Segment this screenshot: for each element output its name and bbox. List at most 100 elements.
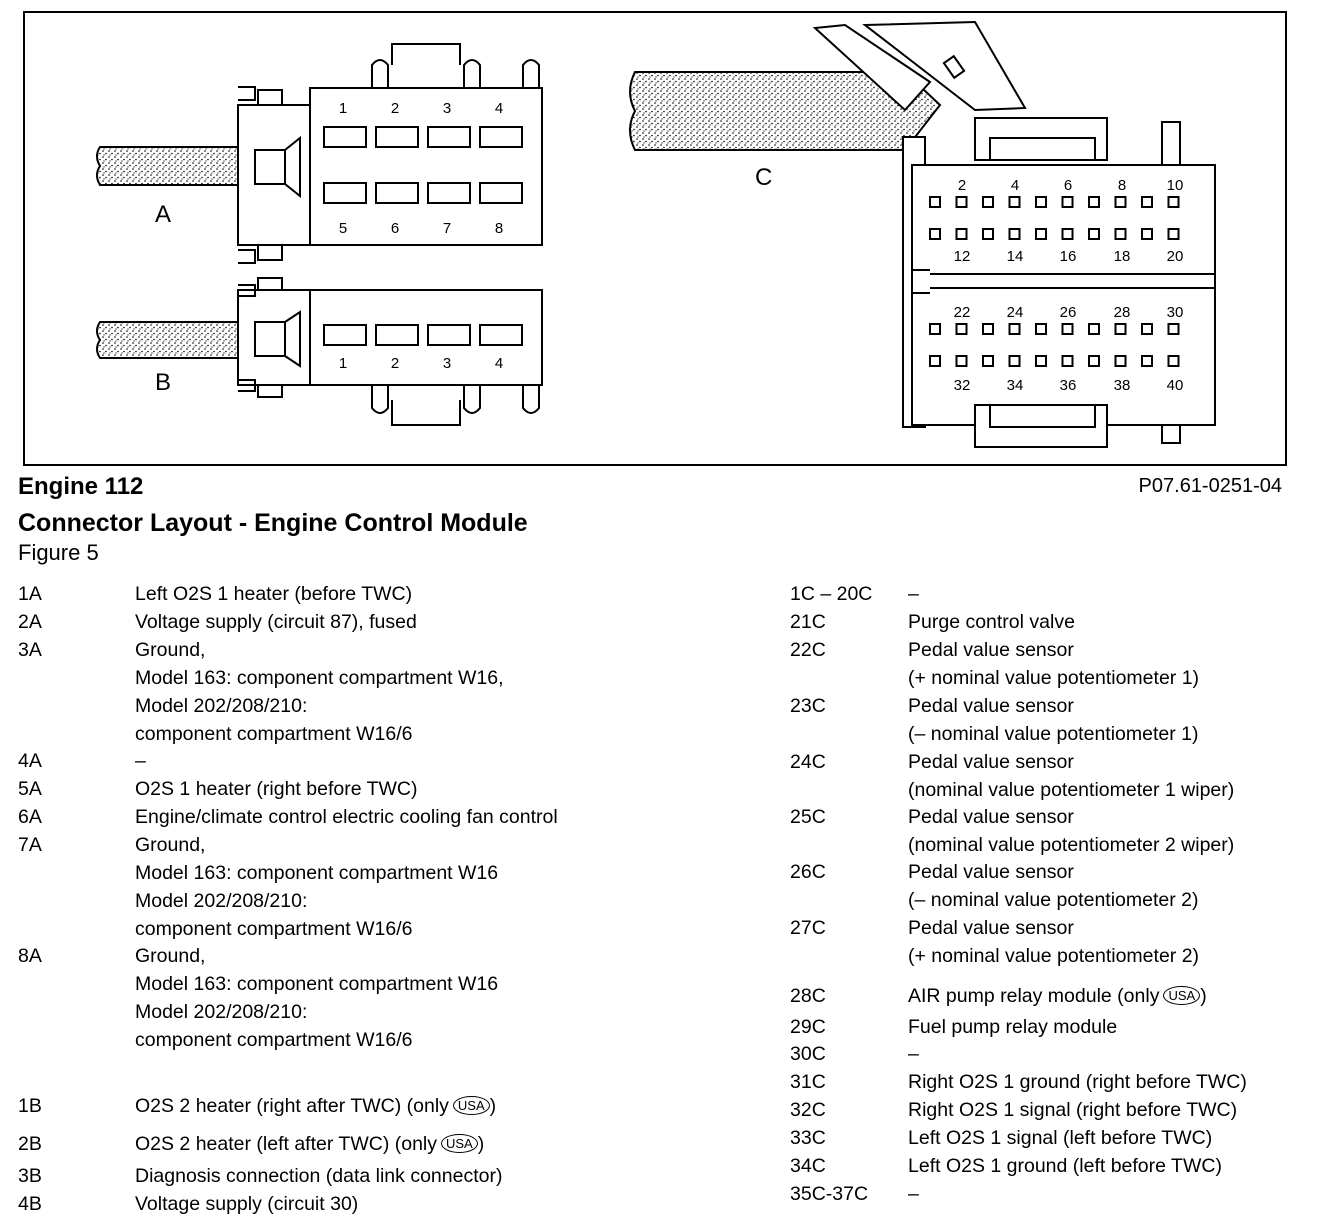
description-text: – <box>908 1183 919 1205</box>
usa-badge-icon: USA <box>452 1096 490 1115</box>
closing-paren: ) <box>477 1133 485 1155</box>
pin-id: 24C <box>790 751 826 773</box>
pin-description: Voltage supply (circuit 30) <box>135 1193 358 1216</box>
pin-cavity <box>1141 355 1153 367</box>
pin-cavity <box>982 355 994 367</box>
description-text: Pedal value sensor <box>908 695 1074 717</box>
pin-cavity <box>982 228 994 240</box>
pin-number: 16 <box>1060 248 1077 265</box>
pin-number: 1 <box>339 355 347 372</box>
pin-cavity <box>1167 196 1180 208</box>
pin-cavity <box>323 182 367 204</box>
pin-cavity <box>1035 323 1047 335</box>
pin-cavity <box>955 323 968 335</box>
pin-description: Right O2S 1 ground (right before TWC) <box>908 1071 1247 1094</box>
pin-number: 26 <box>1060 304 1077 321</box>
pin-description: (– nominal value potentiometer 2) <box>908 889 1199 912</box>
pin-description: Model 163: component compartment W16 <box>135 862 498 885</box>
pin-description: Model 163: component compartment W16, <box>135 667 504 690</box>
pin-description: Right O2S 1 signal (right before TWC) <box>908 1099 1237 1122</box>
pin-cavity <box>479 182 523 204</box>
pin-number: 1 <box>339 100 347 117</box>
pin-id: 23C <box>790 695 826 717</box>
pin-cavity <box>1008 228 1021 240</box>
pin-number: 4 <box>495 355 503 372</box>
connector-c-label: C <box>755 164 772 191</box>
description-text: (– nominal value potentiometer 1) <box>908 723 1199 745</box>
pin-description: Engine/climate control electric cooling … <box>135 806 558 829</box>
description-text: (+ nominal value potentiometer 1) <box>908 667 1200 689</box>
description-text: – <box>908 1043 919 1065</box>
pin-number: 30 <box>1167 304 1184 321</box>
pin-description: Pedal value sensor <box>908 861 1074 884</box>
description-text: O2S 2 heater (left after TWC) (only <box>135 1133 437 1155</box>
pin-id: 4A <box>18 750 42 772</box>
pin-description: component compartment W16/6 <box>135 723 412 746</box>
closing-paren: ) <box>489 1095 497 1117</box>
pin-number: 7 <box>443 220 451 237</box>
pin-number: 3 <box>443 100 451 117</box>
description-text: component compartment W16/6 <box>135 723 413 745</box>
description-text: Model 163: component compartment W16, <box>135 667 504 689</box>
pin-id: 8A <box>18 945 42 967</box>
pin-number: 2 <box>391 100 399 117</box>
pin-cavity <box>479 126 523 148</box>
pin-description: Ground, <box>135 945 205 968</box>
pin-cavity <box>929 355 941 367</box>
description-text: Pedal value sensor <box>908 639 1074 661</box>
pin-cavity <box>1061 228 1074 240</box>
description-text: Model 163: component compartment W16 <box>135 973 499 995</box>
description-text: O2S 2 heater (right after TWC) (only <box>135 1095 449 1117</box>
description-text: Right O2S 1 signal (right before TWC) <box>908 1099 1238 1121</box>
pin-cavity <box>955 355 968 367</box>
diagram-frame <box>23 11 1287 466</box>
pin-cavity <box>1167 228 1180 240</box>
pin-number: 12 <box>954 248 971 265</box>
pin-description: component compartment W16/6 <box>135 1029 412 1052</box>
pin-description: Purge control valve <box>908 611 1075 634</box>
pin-number: 6 <box>391 220 399 237</box>
pin-cavity <box>427 182 471 204</box>
pin-cavity <box>1061 196 1074 208</box>
pin-cavity <box>982 323 994 335</box>
pin-number: 14 <box>1007 248 1024 265</box>
pin-id: 30C <box>790 1043 826 1065</box>
pin-description: Ground, <box>135 639 205 662</box>
pin-number: 10 <box>1167 177 1184 194</box>
pin-description: Model 163: component compartment W16 <box>135 973 498 996</box>
cable-a <box>96 146 239 186</box>
pin-cavity <box>955 228 968 240</box>
description-text: AIR pump relay module (only <box>908 985 1160 1007</box>
pin-id: 33C <box>790 1127 826 1149</box>
pin-cavity <box>1008 323 1021 335</box>
pin-description: Diagnosis connection (data link connecto… <box>135 1165 502 1188</box>
pin-id: 26C <box>790 861 826 883</box>
description-text: Left O2S 1 signal (left before TWC) <box>908 1127 1213 1149</box>
connector-b-label: B <box>155 369 171 396</box>
description-text: Ground, <box>135 639 206 661</box>
pin-description: Left O2S 1 ground (left before TWC) <box>908 1155 1222 1178</box>
pin-cavity <box>1035 196 1047 208</box>
pin-id: 4B <box>18 1193 42 1215</box>
pin-description: Model 202/208/210: <box>135 890 307 913</box>
pin-number: 6 <box>1064 177 1072 194</box>
pin-description: Pedal value sensor <box>908 639 1074 662</box>
description-text: (nominal value potentiometer 2 wiper) <box>908 834 1235 856</box>
pin-description: (+ nominal value potentiometer 1) <box>908 667 1199 690</box>
pin-cavity <box>1114 355 1127 367</box>
pin-description: O2S 1 heater (right before TWC) <box>135 778 418 801</box>
usa-badge-icon: USA <box>441 1134 478 1153</box>
description-text: Voltage supply (circuit 87), fused <box>135 611 417 633</box>
description-text: Pedal value sensor <box>908 806 1074 828</box>
pin-cavity <box>1088 323 1100 335</box>
pin-number: 2 <box>958 177 966 194</box>
pin-id: 1C – 20C <box>790 583 873 605</box>
pin-description: – <box>135 750 146 773</box>
pin-number: 18 <box>1114 248 1131 265</box>
pin-number: 32 <box>954 377 971 394</box>
page-title: Connector Layout - Engine Control Module <box>18 509 528 537</box>
pin-description: Pedal value sensor <box>908 917 1074 940</box>
pin-description: Fuel pump relay module <box>908 1016 1117 1039</box>
description-text: – <box>908 583 919 605</box>
